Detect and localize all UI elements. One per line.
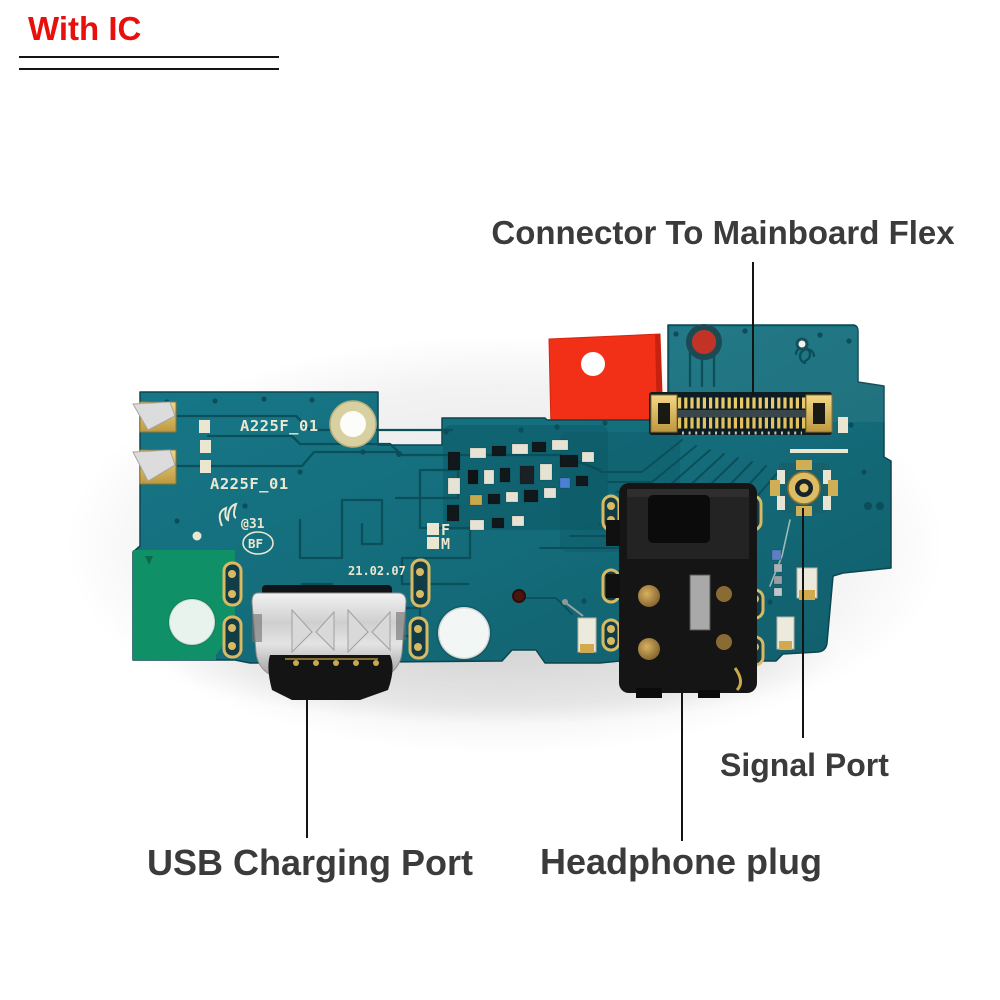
silkscreen-marker-m: M <box>441 535 450 553</box>
screw-hole <box>329 400 377 448</box>
connector-callout-line <box>752 262 754 396</box>
silkscreen-model-top: A225F_01 <box>240 417 319 435</box>
headphone-plug-label: Headphone plug <box>540 841 822 882</box>
shield-stamps <box>291 608 391 654</box>
flex-tab <box>133 550 235 660</box>
mainboard-flex-connector <box>649 392 833 435</box>
pcb-vias <box>164 328 884 605</box>
silkscreen-badge: BF <box>248 536 263 551</box>
smd-components <box>446 439 783 597</box>
usb-callout-line <box>306 683 308 838</box>
header-divider-top <box>19 56 279 58</box>
silkscreen-date-code: 21.02.07 <box>348 564 406 578</box>
usb-charging-port-label: USB Charging Port <box>147 842 474 883</box>
silkscreen-cert-text: @31 <box>241 517 265 532</box>
signal-port-label: Signal Port <box>720 747 889 783</box>
page-title: With IC <box>28 10 142 47</box>
red-sticker <box>548 333 664 430</box>
connector-label: Connector To Mainboard Flex <box>491 214 955 251</box>
headphone-callout-line <box>681 683 683 841</box>
badge-circle <box>242 531 274 555</box>
cert-logo <box>218 502 238 527</box>
board-holes <box>686 324 809 360</box>
spring-contacts <box>132 401 177 485</box>
signal-port-connector <box>770 460 838 516</box>
signal-callout-line <box>802 508 804 738</box>
mounting-hole-left <box>168 598 216 646</box>
antenna-contacts <box>562 567 818 653</box>
usb-charging-port <box>251 585 407 700</box>
header-divider-bottom <box>19 68 279 70</box>
sticker-hole <box>581 352 605 376</box>
microphone <box>512 589 526 603</box>
headphone-jack <box>606 483 757 698</box>
mounting-hole-right <box>436 605 492 661</box>
silkscreen-marker-f: F <box>441 521 450 539</box>
silkscreen: A225F_01 A225F_01 21.02.07 F M @31 BF <box>192 417 848 578</box>
silkscreen-model-mid: A225F_01 <box>210 475 289 493</box>
